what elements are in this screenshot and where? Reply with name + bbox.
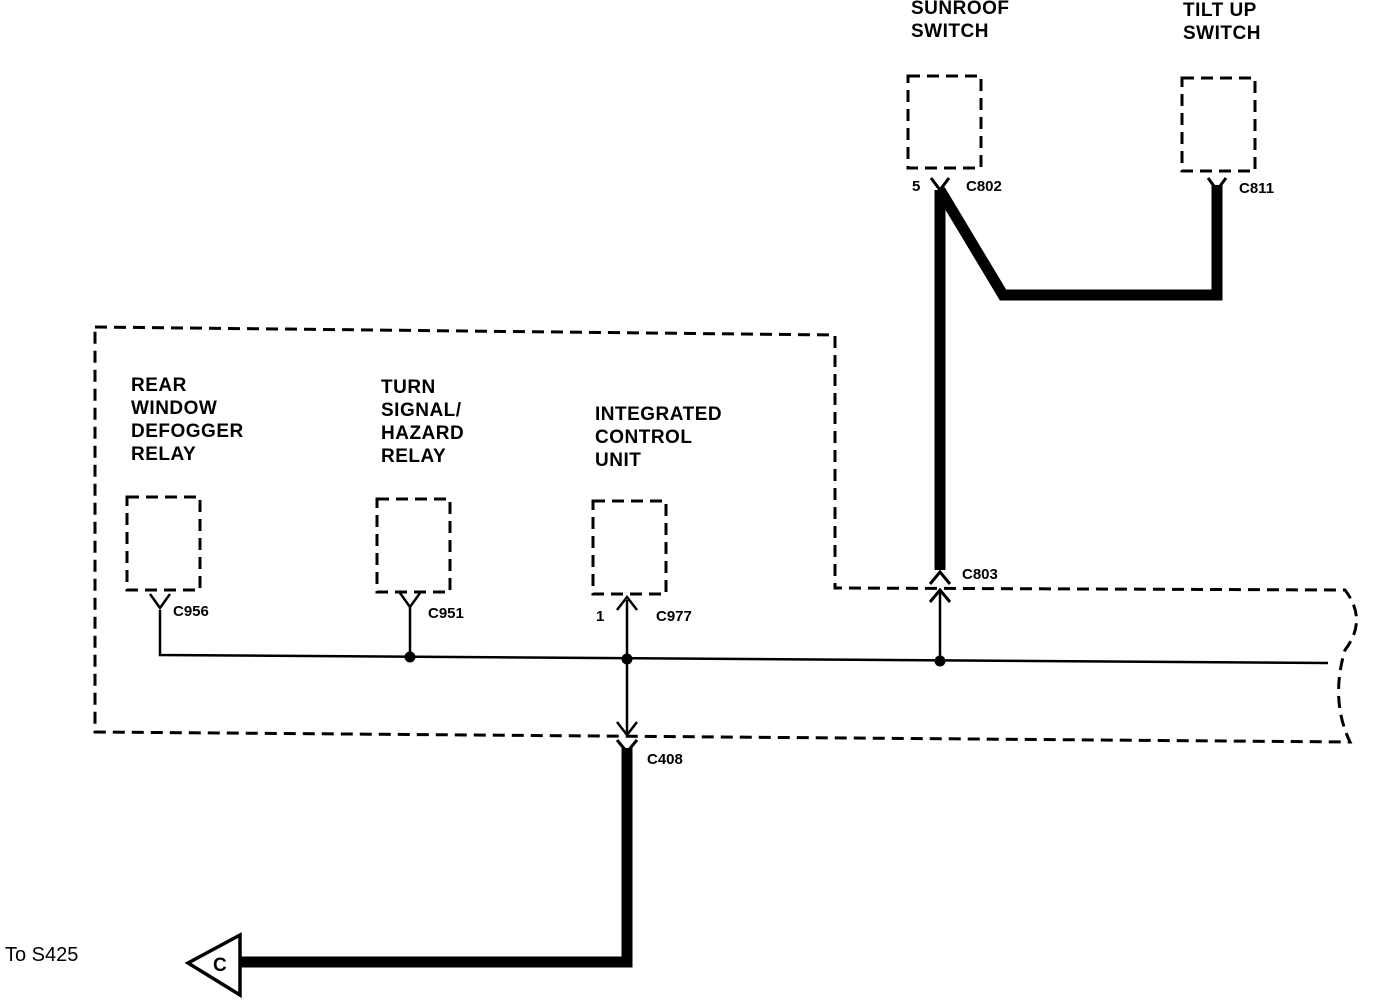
bus-line xyxy=(158,610,1329,665)
turn-hazard-relay-box xyxy=(375,497,452,594)
connector-c408-lower-symbol xyxy=(615,739,639,755)
turn-hazard-relay-label: TURN SIGNAL/ HAZARD RELAY xyxy=(381,377,470,467)
c956-label: C956 xyxy=(173,603,209,620)
connector-c802-symbol xyxy=(929,177,951,193)
c408-label: C408 xyxy=(647,751,683,768)
sunroof-switch-label: SUNROOF SWITCH xyxy=(911,0,1015,42)
c803-label: C803 xyxy=(962,566,998,583)
rear-defogger-relay-box xyxy=(125,495,202,592)
wire-c802-to-c811 xyxy=(935,185,1223,301)
integrated-control-unit-label: INTEGRATED CONTROL UNIT xyxy=(595,404,728,471)
connector-c951-symbol xyxy=(398,592,422,610)
c951-label: C951 xyxy=(428,605,464,622)
c802-label: C802 xyxy=(966,178,1002,195)
offpage-destination-label: To S425 xyxy=(5,944,78,966)
c811-label: C811 xyxy=(1239,180,1274,197)
offpage-connector-arrow xyxy=(184,932,242,999)
module-enclosure xyxy=(93,325,1358,744)
offpage-connector-letter: C xyxy=(213,955,227,976)
c977-pin-label: 1 xyxy=(596,608,604,625)
splice-dot xyxy=(404,651,416,663)
c802-pin-label: 5 xyxy=(912,178,920,195)
connector-c803-female-symbol xyxy=(928,569,952,585)
tilt-up-switch-box xyxy=(1180,76,1257,173)
c977-label: C977 xyxy=(656,608,692,625)
connector-c803-male-symbol xyxy=(928,587,952,603)
connector-c956-symbol xyxy=(148,593,172,611)
wire-c408-to-s425 xyxy=(237,748,633,968)
sunroof-switch-box xyxy=(906,74,983,170)
tilt-up-switch-label: TILT UP SWITCH xyxy=(1183,0,1262,44)
connector-c408-upper-symbol xyxy=(616,721,638,738)
connector-c977-symbol xyxy=(616,594,638,611)
rear-defogger-relay-label: REAR WINDOW DEFOGGER RELAY xyxy=(131,375,250,465)
splice-dot xyxy=(934,655,946,667)
connector-c811-symbol xyxy=(1206,177,1228,193)
integrated-control-unit-box xyxy=(591,499,668,596)
splice-dot xyxy=(621,653,633,665)
